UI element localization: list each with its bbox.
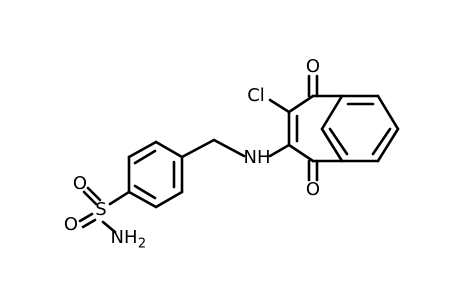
bond xyxy=(180,138,216,159)
atom-label-amine-nh: NH xyxy=(111,227,138,248)
bond xyxy=(376,94,400,131)
bond xyxy=(127,190,158,209)
bond xyxy=(268,143,291,158)
atom-label-oxygen-bottom: O xyxy=(306,179,320,200)
bond xyxy=(133,149,157,165)
bond xyxy=(81,218,97,229)
bond xyxy=(320,94,344,131)
bond xyxy=(212,138,246,158)
atom-label-amine-subscript: 2 xyxy=(138,237,146,252)
bond xyxy=(133,184,157,200)
bond xyxy=(376,127,400,163)
atom-label-sulfonyl-oxygen-1: O xyxy=(73,173,87,194)
bond xyxy=(287,143,315,163)
bond xyxy=(320,127,344,163)
bond xyxy=(328,127,349,156)
bond xyxy=(101,220,117,234)
bond xyxy=(86,186,102,202)
bond xyxy=(154,140,184,159)
bond xyxy=(82,190,98,206)
bond xyxy=(268,98,291,114)
bond xyxy=(127,140,158,159)
atom-label-sulfur: S xyxy=(95,199,106,220)
atom-label-oxygen-top: O xyxy=(306,56,320,77)
atom-label-nh: NH xyxy=(244,147,271,168)
bond xyxy=(287,94,315,114)
atom-labels: O Cl NH O S O O NH 2 xyxy=(64,56,320,252)
bond xyxy=(78,212,94,223)
bond xyxy=(108,190,131,206)
bond-lines xyxy=(78,74,400,234)
atom-label-sulfonyl-oxygen-2: O xyxy=(64,214,78,235)
bond xyxy=(371,127,392,156)
bond xyxy=(154,190,184,209)
atom-label-chlorine: Cl xyxy=(247,85,265,106)
